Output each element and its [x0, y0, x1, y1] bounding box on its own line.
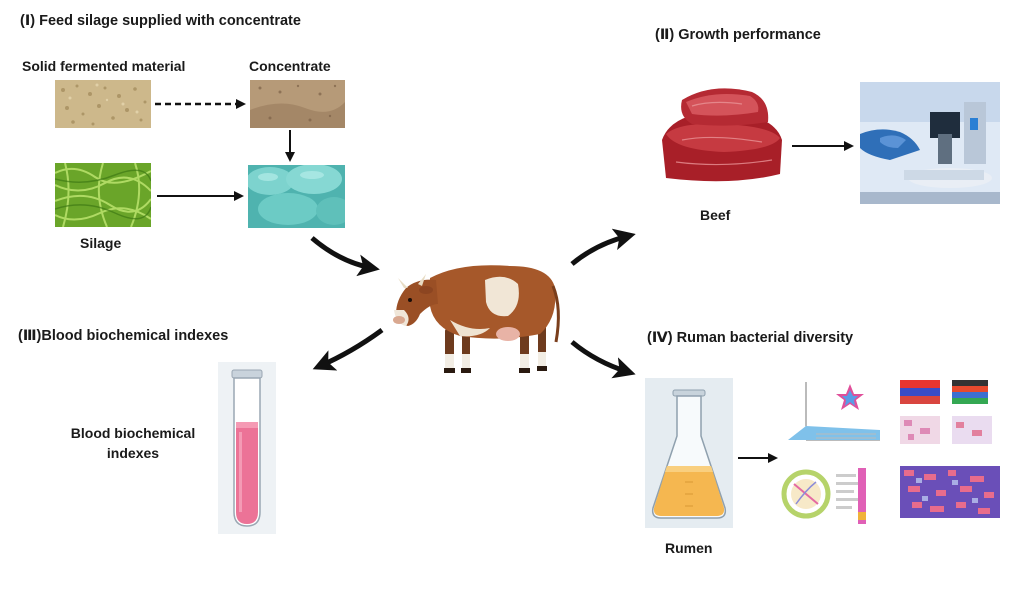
silage-image: [55, 163, 151, 227]
arrow-feed-to-cow: [310, 236, 380, 277]
label-solid-material: Solid fermented material: [22, 58, 186, 74]
label-blood-line2: indexes: [106, 445, 160, 461]
section-title-growth: (Ⅱ) Growth performance: [655, 27, 821, 43]
section-title-rumen: (Ⅳ) Ruman bacterial diversity: [647, 330, 854, 346]
rumen-flask-image: [645, 378, 733, 528]
cow-image: [390, 258, 565, 380]
arrow-cow-to-growth: [570, 228, 636, 266]
concentrate-image: [250, 80, 345, 128]
blood-tube-image: [218, 362, 276, 534]
lab-equipment-image: [860, 82, 1000, 204]
solid-material-image: [55, 80, 151, 128]
label-blood-indexes: Blood biochemical indexes: [48, 423, 218, 463]
label-concentrate: Concentrate: [249, 58, 331, 74]
analysis-charts-image: [780, 372, 1005, 532]
feed-pellets-image: [248, 165, 345, 228]
label-beef: Beef: [700, 207, 731, 223]
beef-image: [652, 82, 790, 190]
section-title-feed: (Ⅰ) Feed silage supplied with concentrat…: [20, 13, 301, 29]
section-title-blood: (Ⅲ)Blood biochemical indexes: [18, 328, 229, 344]
label-rumen: Rumen: [665, 540, 713, 556]
label-silage: Silage: [80, 235, 122, 251]
arrow-cow-to-blood: [312, 327, 384, 371]
label-blood-line1: Blood biochemical: [70, 425, 196, 441]
arrow-cow-to-rumen: [570, 340, 636, 379]
